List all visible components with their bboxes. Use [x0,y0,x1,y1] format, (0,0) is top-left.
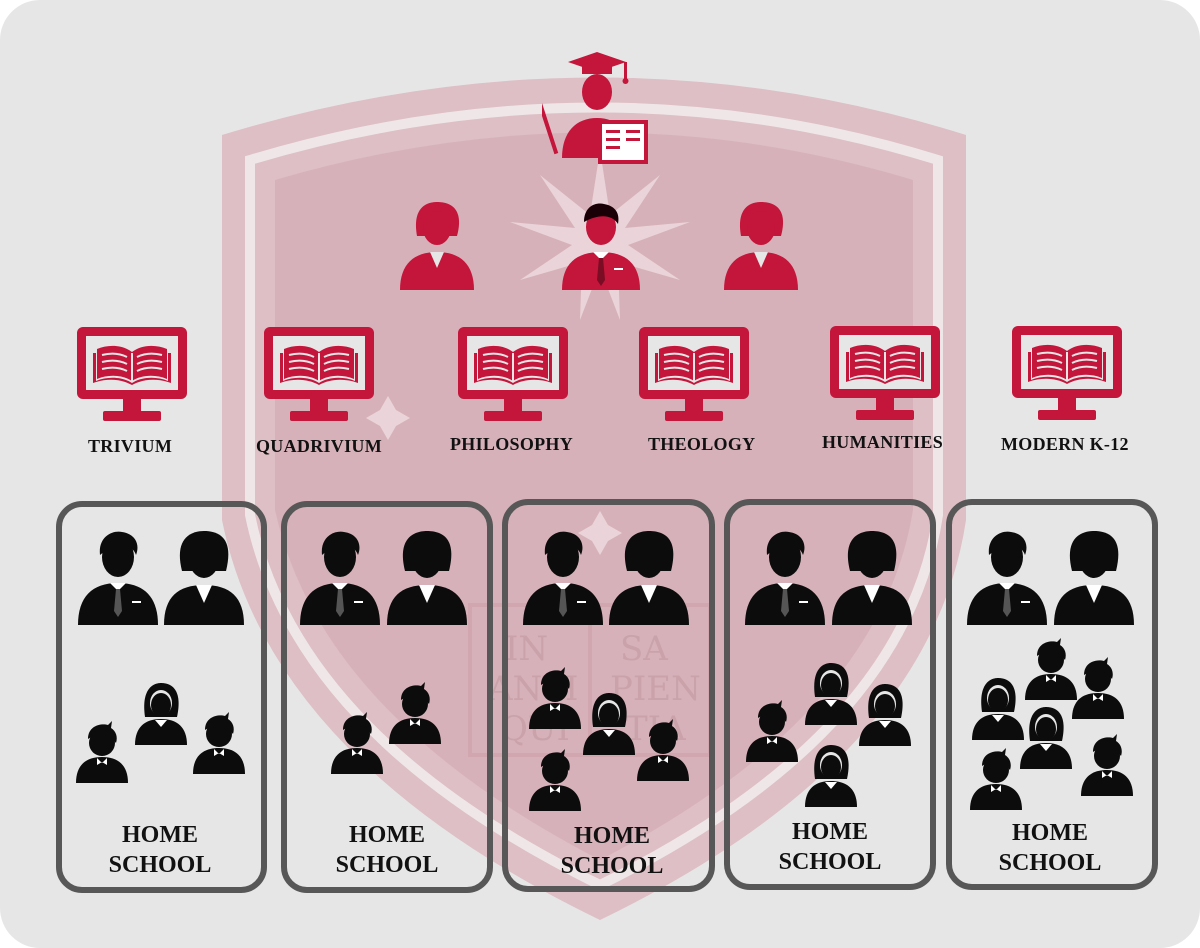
home-school-group-2 [281,501,493,893]
monitor-book-icon [77,327,187,421]
home-school-label-4: HOME SCHOOL [720,817,940,877]
monitor-book-icon [264,327,374,421]
home-label-3: HOME [574,823,650,849]
monitor-book-icon [1012,326,1122,420]
home-label-5: HOME [1012,820,1088,846]
home-label-1: HOME [122,822,198,848]
male-parent-icon [78,531,158,625]
girl-student-icon [972,678,1024,740]
girl-student-icon [805,745,857,807]
course-label-trivium: TRIVIUM [88,436,173,456]
school-label-1: SCHOOL [108,852,212,878]
boy-student-icon [1025,638,1077,700]
girl-student-icon [583,693,635,755]
boy-student-icon [331,712,383,774]
male-parent-icon [745,531,825,625]
female-parent-icon [387,531,467,625]
monitor-book-icon [639,327,749,421]
boy-student-icon [970,748,1022,810]
boy-student-icon [529,749,581,811]
home-school-label-1: HOME SCHOOL [50,820,270,880]
home-school-label-5: HOME SCHOOL [940,818,1160,878]
female-tutor-icon-right [724,202,798,290]
school-label-2: SCHOOL [335,852,439,878]
school-label-3: SCHOOL [560,853,664,879]
course-label-humanities: HUMANITIES [822,432,944,452]
watermark-left-1: IN [505,629,548,669]
boy-student-icon [1081,734,1133,796]
school-label-5: SCHOOL [998,850,1102,876]
course-label-philosophy: PHILOSOPHY [450,434,574,454]
school-label-4: SCHOOL [778,849,882,875]
course-label-quadrivium: QUADRIVIUM [256,436,382,456]
female-parent-icon [609,531,689,625]
home-school-group-1 [56,501,267,893]
male-parent-icon [967,531,1047,625]
boy-student-icon [76,721,128,783]
home-school-label-2: HOME SCHOOL [277,820,497,880]
female-tutor-icon-left [400,202,474,290]
boy-student-icon [529,667,581,729]
home-school-group-5 [946,499,1158,890]
home-label-2: HOME [349,822,425,848]
girl-student-icon [135,683,187,745]
boy-student-icon [389,682,441,744]
home-label-4: HOME [792,819,868,845]
watermark-right-1: SA [620,629,668,669]
home-school-group-4 [724,499,936,890]
professor-icon [542,52,648,164]
female-parent-icon [1054,531,1134,625]
course-label-theology: THEOLOGY [648,434,756,454]
male-parent-icon [300,531,380,625]
home-school-group-3 [502,499,715,892]
boy-student-icon [193,712,245,774]
monitor-book-icon [830,326,940,420]
female-parent-icon [832,531,912,625]
watermark-right-2: PIEN [610,669,701,709]
female-parent-icon [164,531,244,625]
girl-student-icon [1020,707,1072,769]
male-parent-icon [523,531,603,625]
home-school-label-3: HOME SCHOOL [502,821,722,881]
girl-student-icon [859,684,911,746]
monitor-book-icon [458,327,568,421]
boy-student-icon [637,719,689,781]
male-tutor-icon [562,203,640,290]
course-label-modern-k12: MODERN K-12 [1001,434,1129,454]
boy-student-icon [1072,657,1124,719]
girl-student-icon [805,663,857,725]
boy-student-icon [746,700,798,762]
